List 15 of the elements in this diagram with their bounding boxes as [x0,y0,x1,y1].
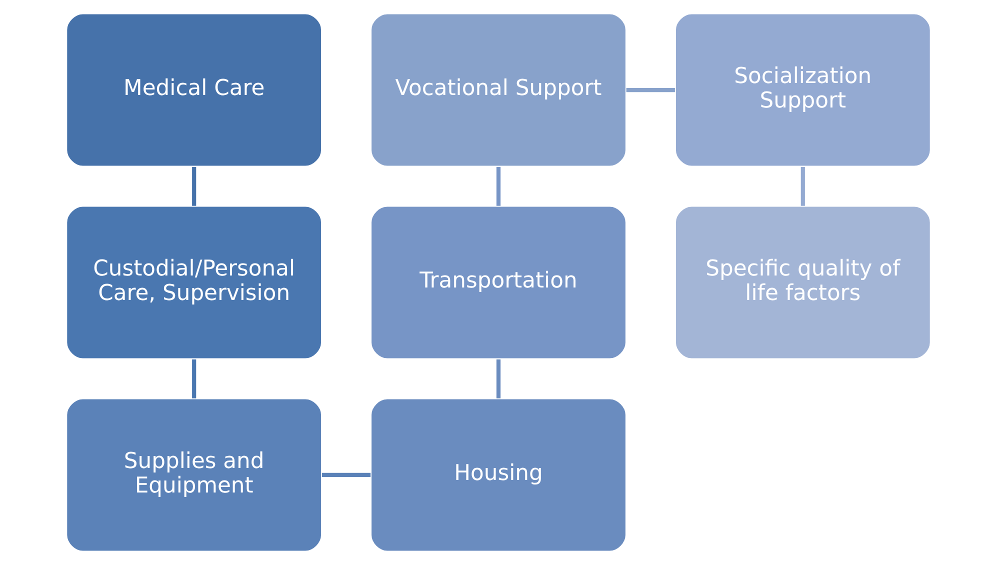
node-box: Supplies and Equipment [65,398,322,552]
node-box: Vocational Support [370,12,626,168]
node-box: Custodial/Personal Care, Supervision [65,205,322,360]
node-box: Socialization Support [674,12,931,168]
node-box: Transportation [370,205,626,360]
node-box: Medical Care [65,12,322,168]
node-box: Housing [370,398,626,552]
connector [192,166,196,206]
connector [192,359,196,398]
connector [321,472,370,478]
connector [496,166,500,206]
connector [626,88,674,92]
connector [800,166,804,206]
node-box: Specific quality of life factors [674,205,931,360]
connector [496,359,500,398]
